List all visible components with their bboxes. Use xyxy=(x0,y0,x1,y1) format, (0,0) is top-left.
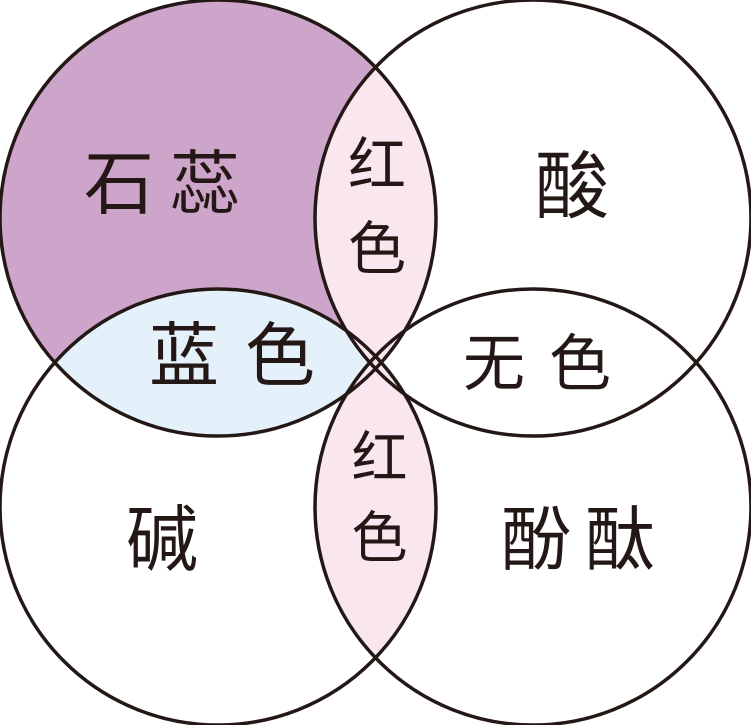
acid-label: 酸 xyxy=(535,144,609,230)
acid-circle-outline xyxy=(313,0,751,438)
colorless-label: 无色 xyxy=(462,327,636,400)
red-color-label-top: 红色 xyxy=(338,134,406,302)
base-circle-outline xyxy=(0,287,438,725)
litmus-circle-outline xyxy=(0,0,438,438)
blue-lens xyxy=(0,289,436,436)
blue-color-label: 蓝色 xyxy=(149,315,341,397)
red-color-label-bottom: 红色 xyxy=(342,428,407,588)
base-label: 碱 xyxy=(125,498,199,582)
litmus-label: 石蕊 xyxy=(84,143,256,225)
phenolphthalein-circle-outline xyxy=(313,287,751,725)
phenolphthalein-label: 酚酞 xyxy=(501,499,669,581)
